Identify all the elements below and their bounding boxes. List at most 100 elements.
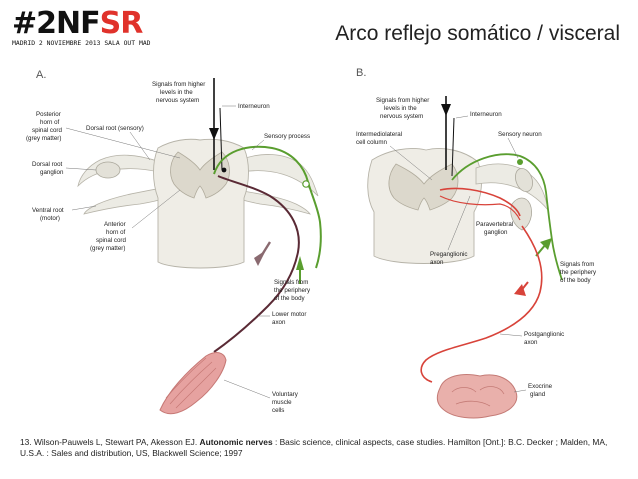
leader-muscle <box>223 379 271 399</box>
descending-arrow-b <box>441 104 451 116</box>
interneuron-line-b <box>451 117 455 177</box>
label-periphery-b-2: the periphery <box>560 269 597 276</box>
sensory-neuron-body-a <box>302 180 310 188</box>
event-logo: #2NFSR MADRID 2 NOVIEMBRE 2013 SALA OUT … <box>12 8 162 48</box>
preganglionic-axon <box>439 187 521 217</box>
leader-sensory-neuron <box>507 137 519 159</box>
label-anterior-horn-a-3: spinal cord <box>96 237 126 244</box>
citation: 13. Wilson-Pauwels L, Stewart PA, Akesso… <box>20 437 620 459</box>
leader-ventral-root <box>71 205 97 211</box>
logo-subtitle: MADRID 2 NOVIEMBRE 2013 SALA OUT MAD <box>12 39 151 47</box>
label-sensory-neuron-b: Sensory neuron <box>498 131 542 138</box>
label-dorsal-ganglion-a: Dorsal root <box>32 161 63 168</box>
label-sensory-process-a: Sensory process <box>264 133 310 140</box>
right-ventral-root <box>235 189 311 215</box>
label-lower-motor-axon-2: axon <box>272 319 286 326</box>
spinal-cord-segment-a <box>153 138 249 269</box>
dorsal-root-shape <box>77 154 161 188</box>
leader-dorsal-ganglion <box>65 167 97 171</box>
label-lower-motor-axon: Lower motor <box>272 311 306 318</box>
label-ventral-root-a-2: (motor) <box>40 215 60 222</box>
label-signals-higher-b-2: levels in the <box>384 105 417 112</box>
motor-arrow-shaft-a <box>258 241 272 259</box>
voluntary-muscle <box>159 352 227 415</box>
label-posterior-horn-a-2: horn of <box>40 119 60 126</box>
label-posterior-horn-a-3: spinal cord <box>32 127 62 134</box>
label-preganglionic: Preganglionic <box>430 251 468 258</box>
muscle-fiber-lines <box>165 357 217 409</box>
panel-a-letter: A. <box>36 69 46 81</box>
motor-axon-a <box>213 175 300 353</box>
label-muscle-a: Voluntary <box>272 391 299 398</box>
sensory-neuron-body-b <box>517 159 523 165</box>
label-muscle-a-3: cells <box>272 407 284 414</box>
label-ventral-root-a: Ventral root <box>32 207 64 214</box>
right-dorsal-root <box>239 154 319 197</box>
label-periphery-b-3: of the body <box>560 277 592 284</box>
dorsal-ganglion-b <box>515 167 533 193</box>
ventral-root-shape <box>83 187 167 215</box>
label-periphery-a-2: the periphery <box>274 287 311 294</box>
paravertebral-ganglion <box>510 197 532 231</box>
descending-arrow-a <box>209 128 219 140</box>
leader-posterior-horn <box>65 127 181 159</box>
label-periphery-a-3: of the body <box>274 295 306 302</box>
label-intermediolateral-2: cell column <box>356 139 388 146</box>
postganglionic-axon <box>420 225 543 383</box>
label-intermediolateral: Intermediolateral <box>356 131 402 138</box>
label-signals-higher-a-2: levels in the <box>160 89 193 96</box>
dorsal-root-ganglion <box>95 161 121 179</box>
panel-b-letter: B. <box>356 67 366 79</box>
label-signals-higher-b: Signals from higher <box>376 97 429 104</box>
sensory-arrow-a <box>296 256 304 270</box>
panel-a-labels: Signals from higher levels in the nervou… <box>26 81 311 414</box>
leader-dorsal-root <box>129 131 151 161</box>
citation-authors: 13. Wilson-Pauwels L, Stewart PA, Akesso… <box>20 437 198 447</box>
leader-intermediolateral <box>389 145 433 181</box>
label-paravertebral-2: ganglion <box>484 229 508 236</box>
grey-matter-b <box>388 163 459 211</box>
label-dorsal-root-a: Dorsal root (sensory) <box>86 125 144 132</box>
citation-details: : Basic science, clinical aspects, case … <box>20 437 608 458</box>
label-periphery-a: Signals from <box>274 279 308 286</box>
roots-b <box>475 163 549 212</box>
label-exocrine-gland-2: gland <box>530 391 546 398</box>
preganglionic-loop <box>439 195 521 221</box>
label-signals-higher-a: Signals from higher <box>152 81 205 88</box>
label-postganglionic-2: axon <box>524 339 538 346</box>
autonomic-arrow-shaft-b <box>519 281 529 293</box>
exocrine-gland <box>436 374 518 419</box>
label-anterior-horn-a-2: horn of <box>106 229 126 236</box>
panel-b-visceral: B. Signals from higher levels in the ner <box>356 67 597 419</box>
leader-sensory-process <box>251 139 265 151</box>
citation-title: Autonomic nerves <box>199 437 273 447</box>
leader-postganglionic <box>499 333 523 337</box>
label-interneuron-a: Interneuron <box>238 103 270 110</box>
spinal-cord-segment-b <box>367 148 482 264</box>
label-paravertebral: Paravertebral <box>476 221 513 228</box>
label-muscle-a-2: muscle <box>272 399 292 406</box>
interneuron-body-a <box>221 167 227 173</box>
label-periphery-b: Signals from <box>560 261 594 268</box>
leader-interneuron-b <box>455 115 469 119</box>
label-anterior-horn-a-4: (grey matter) <box>90 245 125 252</box>
label-dorsal-ganglion-a-2: ganglion <box>40 169 64 176</box>
leader-anterior-horn <box>131 189 181 229</box>
panel-b-labels: Signals from higher levels in the nervou… <box>356 97 597 398</box>
leader-preganglionic <box>447 195 471 251</box>
label-posterior-horn-a-4: (grey matter) <box>26 135 61 142</box>
slide-title: Arco reflejo somático / visceral <box>335 22 620 45</box>
label-signals-higher-b-3: nervous system <box>380 113 423 120</box>
label-preganglionic-2: axon <box>430 259 444 266</box>
logo-accent: SR <box>99 6 144 41</box>
label-signals-higher-a-3: nervous system <box>156 97 199 104</box>
gland-lobes <box>451 386 505 407</box>
label-posterior-horn-a: Posterior <box>36 111 61 118</box>
logo-wordmark: #2NFSR <box>12 8 162 40</box>
panel-a-somatic: A. Signals from higher levels in the <box>26 69 322 415</box>
leader-exocrine <box>513 389 527 393</box>
sensory-pathway-b <box>451 153 563 281</box>
label-anterior-horn-a: Anterior <box>104 221 126 228</box>
label-postganglionic: Postganglionic <box>524 331 564 338</box>
